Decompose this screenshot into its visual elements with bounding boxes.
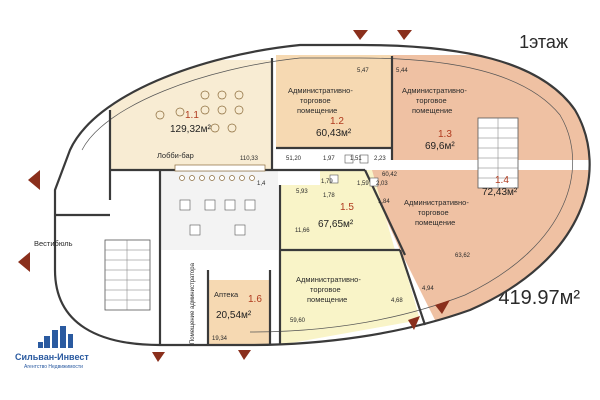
room-1-6-area: 20,54м² [216,310,252,321]
dim-151: 1,51 [350,156,362,162]
room-1-4-area: 72,43м² [482,187,518,198]
room-1-6-number: 1.6 [248,294,262,305]
admin-room-label: Помещение администратора [190,262,196,344]
room-1-3-use-2: торговое [416,96,447,105]
dim-5960: 59,60 [290,318,306,324]
entrance-arrows [18,30,450,362]
dim-197: 1,97 [323,156,335,162]
room-1-4-use-3: помещение [415,218,455,227]
room-1-5-area: 67,65м² [318,219,354,230]
room-1-3-number: 1.3 [438,129,452,140]
stairs-right [477,117,519,189]
dim-159: 1,59 [357,181,369,187]
dim-1934: 19,34 [212,336,228,342]
logo-building-icon [38,326,73,348]
room-1-4-use-1: Административно- [404,198,469,207]
room-lower-use-1: Административно- [296,275,361,284]
room-1-2-use-3: помещение [297,106,337,115]
logo-subtitle: Агентство Недвижимости [24,364,83,370]
room-1-2-use-1: Административно- [288,86,353,95]
room-1-4-number: 1.4 [495,175,509,186]
dim-6362: 63,62 [455,253,471,259]
room-1-2-use-2: торговое [300,96,331,105]
dim-547: 5,47 [357,68,369,74]
room-1-6-fill [208,280,270,345]
room-1-5-number: 1.5 [340,202,354,213]
total-area: 419.97м² [498,287,580,309]
dim-6042: 60,42 [382,172,398,178]
logo-name: Сильван-Инвест [15,352,89,362]
room-1-1-fill [110,60,272,170]
building-outline [53,43,591,347]
dim-223: 2,23 [374,156,386,162]
dim-184: 1,84 [378,199,390,205]
room-1-2-fill [276,55,392,148]
dim-544: 5,44 [396,68,408,74]
room-1-3-area: 69,6м² [425,141,455,152]
room-lower-use-3: помещение [307,295,347,304]
dim-494: 4,94 [422,286,434,292]
room-1-2-number: 1.2 [330,116,344,127]
cafe-tables [155,90,244,133]
room-lower-use-2: торговое [310,285,341,294]
dim-179: 1,79 [321,179,333,185]
dim-14: 1,4 [257,181,266,187]
room-1-1-number: 1.1 [185,110,199,121]
dim-593: 5,93 [296,189,308,195]
vestibule-label: Вестибюль [34,239,73,248]
dim-1166: 11,66 [295,228,310,234]
dim-5120: 51,20 [286,156,302,162]
room-1-2-area: 60,43м² [316,128,352,139]
room-1-4-use-2: торговое [418,208,449,217]
room-1-3-use-1: Административно- [402,86,467,95]
company-logo: Сильван-Инвест Агентство Недвижимости [15,326,89,370]
wc-fixtures [179,154,379,236]
dim-468: 4,68 [391,298,403,304]
bar-counter [174,164,266,181]
lobby-bar-label: Лобби-бар [157,151,194,160]
dim-11033: 110,33 [240,156,259,162]
room-1-3-use-3: помещение [412,106,452,115]
floor-title: 1этаж [519,32,568,52]
room-1-5-fill [280,170,395,250]
dim-178: 1,78 [323,193,335,199]
pharmacy-label: Аптека [214,290,239,299]
room-lower-fill [280,250,420,345]
dim-203: 2,03 [376,181,388,187]
room-1-1-area: 129,32м² [170,124,211,135]
stairs-left [104,239,151,311]
